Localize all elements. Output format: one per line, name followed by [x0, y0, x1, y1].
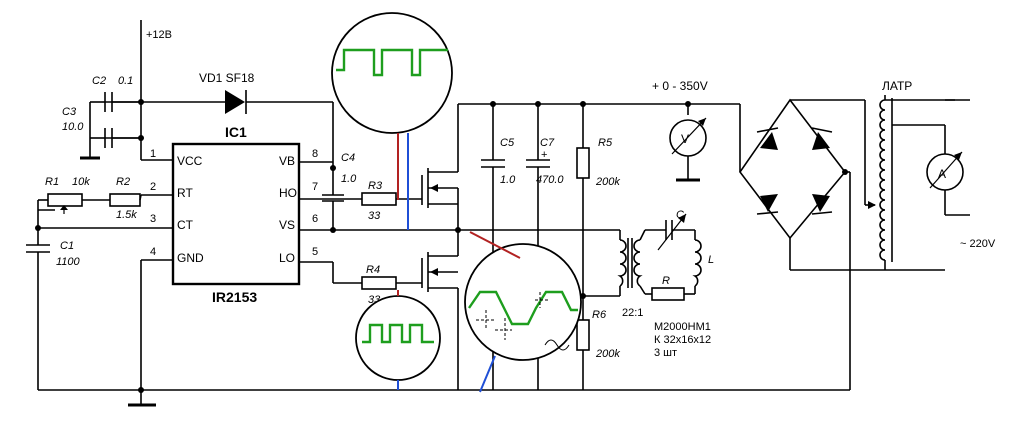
c7-ref: C7 — [540, 137, 555, 149]
pin-name-ho: HO — [279, 186, 297, 200]
c4-value: 1.0 — [341, 173, 357, 185]
resistor-r6: R6 200k — [576, 293, 620, 390]
c2-value: 0.1 — [118, 75, 133, 87]
transformer-ratio: 22:1 — [622, 307, 643, 319]
autotransformer-label: ЛАТР — [882, 79, 912, 93]
c7-polarity: + — [541, 149, 547, 161]
capacitor-c2: C2 0.1 — [90, 75, 141, 112]
core-spec-line-2: К 32х16х12 — [654, 334, 711, 346]
ic-ref: IC1 — [225, 124, 247, 140]
resistor-r1: R1 10k — [37, 176, 110, 228]
left-wiring — [35, 194, 173, 407]
autotransformer: ЛАТР — [868, 79, 955, 271]
voltmeter-symbol: V — [681, 132, 689, 146]
vd1-label: VD1 SF18 — [199, 71, 255, 85]
ammeter: A ~ 220V — [892, 99, 996, 250]
pin-name-rt: RT — [177, 186, 193, 200]
junction-dot — [330, 165, 336, 171]
c5-value: 1.0 — [500, 174, 516, 186]
c3-ref: C3 — [62, 106, 77, 118]
r6-ref: R6 — [592, 309, 607, 321]
capacitor-c4: C4 1.0 — [322, 152, 357, 230]
c7-value: 470.0 — [536, 174, 564, 186]
diode-vd1: VD1 SF18 — [199, 71, 334, 195]
r4-ref: R4 — [366, 264, 380, 276]
resistor-r2: R2 1.5k — [109, 176, 142, 221]
r6-value: 200k — [595, 348, 620, 360]
scope-gate-high — [331, 12, 453, 230]
pin-num-2: 2 — [150, 181, 156, 193]
r1-value: 10k — [72, 176, 90, 188]
c1-ref: C1 — [60, 240, 74, 252]
scope-gate-low — [355, 290, 441, 390]
transformer: 22:1 М2000НМ1 К 32х16х12 3 шт — [583, 230, 711, 359]
mains-label: ~ 220V — [960, 238, 996, 250]
vcc-label: +12В — [146, 29, 172, 41]
r2-ref: R2 — [116, 176, 130, 188]
c5-ref: C5 — [500, 137, 515, 149]
pin-name-lo: LO — [279, 251, 295, 265]
ammeter-symbol: A — [938, 167, 946, 181]
junction-dot — [455, 227, 461, 233]
c2-ref: C2 — [92, 75, 106, 87]
resonant-load: C L R — [639, 209, 714, 301]
diode-bridge — [739, 98, 885, 390]
r5-ref: R5 — [598, 137, 613, 149]
resistor-r3: R3 33 — [361, 180, 422, 222]
pin-name-gnd: GND — [177, 251, 204, 265]
hv-rail: + 0 - 350V — [458, 79, 741, 172]
capacitor-c3: C3 10.0 — [62, 102, 141, 160]
r2-value: 1.5k — [116, 209, 137, 221]
pin-num-4: 4 — [150, 246, 156, 258]
ic-part: IR2153 — [212, 289, 257, 305]
c4-ref: C4 — [341, 152, 355, 164]
r5-value: 200k — [595, 176, 620, 188]
load-l-label: L — [708, 254, 714, 266]
core-spec: М2000НМ1 К 32х16х12 3 шт — [654, 321, 711, 359]
pin-num-1: 1 — [150, 148, 156, 160]
mosfet-high-side — [421, 104, 459, 230]
pin-num-3: 3 — [150, 213, 156, 225]
scope-bridge-output — [464, 231, 582, 393]
r1-ref: R1 — [45, 176, 59, 188]
pin-name-vcc: VCC — [177, 154, 203, 168]
voltmeter: V — [669, 104, 707, 182]
resistor-r5: R5 200k — [576, 104, 620, 320]
pin-name-ct: CT — [177, 218, 194, 232]
vcc-rail: +12В — [105, 20, 232, 161]
core-spec-line-1: М2000НМ1 — [654, 321, 711, 333]
ic-ir2153: VCC RT CT GND VB HO VS LO 1 2 3 4 8 7 6 … — [150, 142, 318, 305]
c3-value: 10.0 — [62, 121, 84, 133]
capacitor-c1: C1 1100 — [26, 228, 81, 390]
r3-value: 33 — [368, 210, 381, 222]
load-c-label: C — [676, 209, 684, 221]
r3-ref: R3 — [368, 180, 383, 192]
c1-value: 1100 — [56, 256, 81, 268]
pin-num-8: 8 — [312, 148, 318, 160]
load-r-label: R — [662, 275, 670, 287]
pin-num-7: 7 — [312, 181, 318, 193]
pin-num-6: 6 — [312, 213, 318, 225]
core-spec-line-3: 3 шт — [654, 347, 677, 359]
pin-name-vs: VS — [279, 218, 295, 232]
hv-label: + 0 - 350V — [652, 79, 708, 93]
pin-name-vb: VB — [279, 154, 295, 168]
mosfet-low-side — [421, 227, 461, 390]
pin-num-5: 5 — [312, 246, 318, 258]
